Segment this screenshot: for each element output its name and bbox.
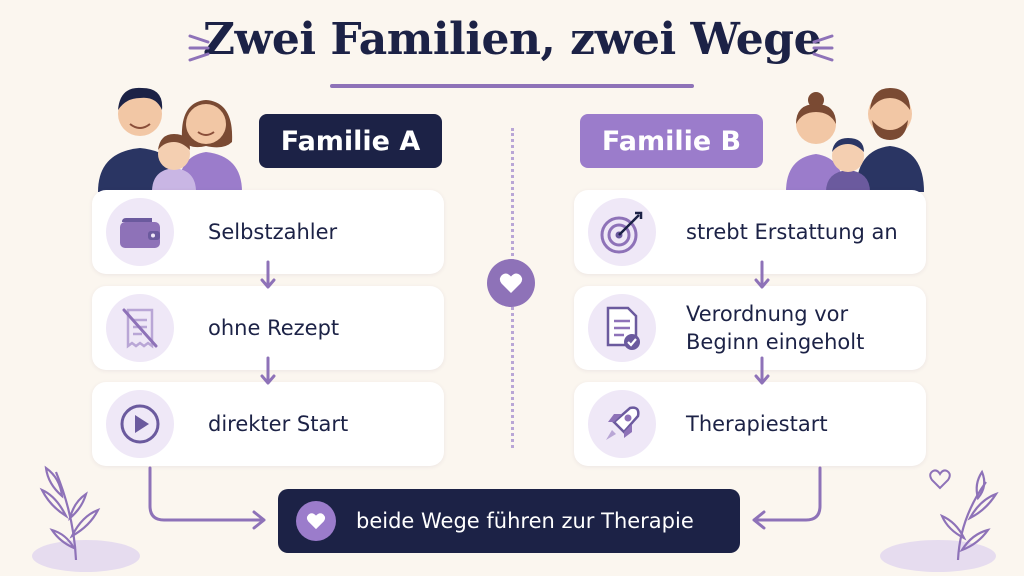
- target-icon: [588, 198, 656, 266]
- family-b-illustration: [786, 88, 924, 192]
- crossed-receipt-icon: [106, 294, 174, 362]
- step-label: Verordnung vor Beginn eingeholt: [686, 302, 865, 354]
- outcome-box: beide Wege führen zur Therapie: [278, 489, 740, 553]
- family-b-step-1: strebt Erstattung an: [574, 190, 926, 274]
- right-plant-decoration: [880, 469, 999, 572]
- family-a-illustration: [98, 87, 242, 192]
- heart-icon: [487, 259, 535, 307]
- family-a-step-2: ohne Rezept: [92, 286, 444, 370]
- family-a-step-3: direkter Start: [92, 382, 444, 466]
- wallet-icon: [106, 198, 174, 266]
- title-underline: [330, 84, 694, 88]
- rocket-icon: [588, 390, 656, 458]
- outcome-text: beide Wege führen zur Therapie: [356, 509, 694, 533]
- family-b-badge: Familie B: [580, 114, 763, 168]
- step-label: Selbstzahler: [208, 220, 338, 244]
- left-accent-lines: [188, 34, 210, 62]
- step-label: ohne Rezept: [208, 316, 340, 340]
- family-b-step-2: Verordnung vor Beginn eingeholt: [574, 286, 926, 370]
- right-accent-lines: [812, 34, 834, 62]
- heart-icon: [296, 501, 336, 541]
- step-label: direkter Start: [208, 412, 349, 436]
- family-b-step-3: Therapiestart: [574, 382, 926, 466]
- step-label: strebt Erstattung an: [686, 220, 898, 244]
- family-a-badge: Familie A: [259, 114, 442, 168]
- left-plant-decoration: [32, 465, 140, 572]
- document-check-icon: [588, 294, 656, 362]
- page-title: Zwei Familien, zwei Wege: [202, 14, 822, 65]
- family-a-step-1: Selbstzahler: [92, 190, 444, 274]
- play-icon: [106, 390, 174, 458]
- step-label: Therapiestart: [686, 412, 828, 436]
